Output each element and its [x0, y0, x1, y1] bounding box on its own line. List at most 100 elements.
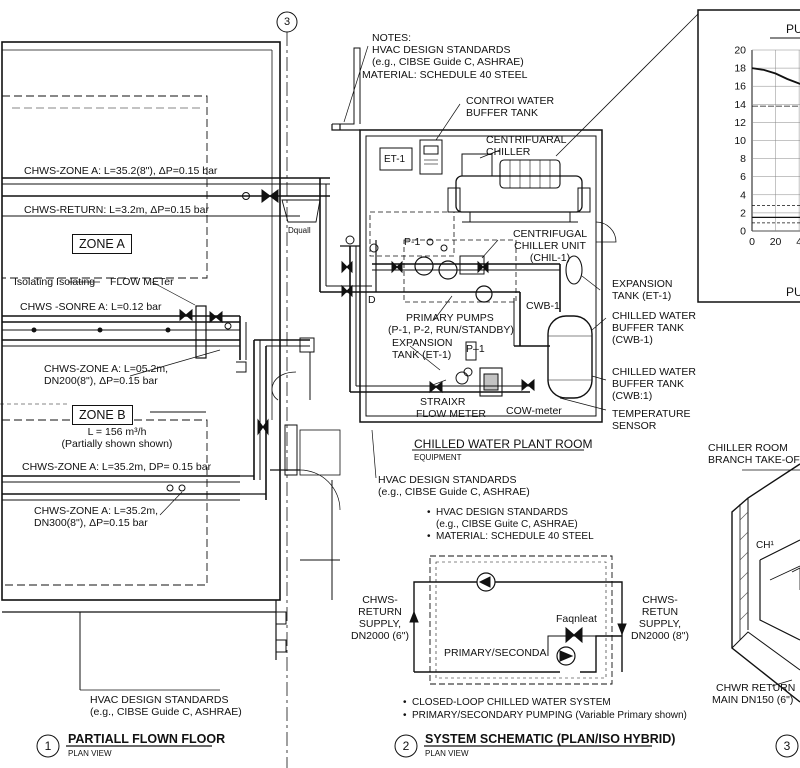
plant-room-subtitle: EQUIPMENT [414, 453, 462, 462]
iso-chwr-2: MAIN DN150 (6") [712, 694, 794, 706]
label-buffer-tank-a-2: BUFFER TANK [612, 322, 684, 334]
chart-y-tick-label: 14 [734, 99, 746, 111]
view-1-subtitle: PLAN VIEW [68, 749, 112, 758]
label-expansion-left-2: TANK (ET-1) [392, 349, 452, 361]
zone-a-tag: ZONE A [72, 234, 132, 254]
grid-bubble-top [276, 11, 298, 33]
et1-box-label: ET-1 [384, 154, 406, 165]
schematic-bullet-1: HVAC DESIGN STANDARDS [427, 507, 568, 519]
chart-bottom-fragment: PU [786, 285, 800, 299]
label-d-marker: D [368, 294, 376, 306]
notes-title: NOTES: [372, 32, 412, 44]
label-temp-sensor-2: SENSOR [612, 420, 657, 432]
wall-hatch [739, 511, 749, 621]
schematic-left-label-3: SUPPLY, [358, 618, 402, 630]
label-control-tank-2: BUFFER TANK [466, 107, 538, 119]
schematic-bullet-3: CLOSED-LOOP CHILLED WATER SYSTEM [403, 697, 611, 709]
view-2-title: SYSTEM SCHEMATIC (PLAN/ISO HYBRID) [425, 732, 676, 746]
chart-y-tick-label: 10 [734, 135, 746, 147]
label-temp-sensor-1: TEMPERATURE [612, 408, 691, 420]
label-chws-zone-a-mid-1: CHWS-ZONE A: L=05.2m, [44, 363, 168, 375]
label-p1: P-1 [404, 236, 421, 248]
view-2-subtitle: PLAN VIEW [425, 749, 469, 758]
label-primary-pumps-1: PRIMARY PUMPS [406, 312, 494, 324]
label-buffer-tank-b-2: BUFFER TANK [612, 378, 684, 390]
label-strainer-1: STRAIXR [420, 396, 466, 408]
label-chws-zone-a-bot-2: DN300(8"), ΔP=0.15 bar [34, 517, 148, 529]
label-chiller-2: CHILLER [486, 146, 531, 158]
label-cwb1: CWB-1 [526, 300, 560, 312]
view-2-number: 2 [402, 739, 410, 753]
plant-room-linework [331, 45, 617, 479]
chart-title-fragment: PU [786, 22, 800, 36]
label-chws-return: CHWS-RETURN: L=3.2m, ΔP=0.15 bar [24, 204, 209, 216]
label-chiller-1: CENTRIFUARAL [486, 134, 567, 146]
grid-bubble-3-label: 3 [283, 16, 291, 28]
schematic-left-label-4: DN2000 (6") [350, 630, 409, 642]
schematic-bullet-4: PRIMARY/SECONDARY PUMPING (Variable Prim… [403, 710, 687, 722]
notes-line-3: MATERIAL: SCHEDULE 40 STEEL [362, 69, 528, 81]
zone-b-tag: ZONE B [72, 405, 133, 425]
schematic-bullet-1b: (e.g., CIBSE Guite C, ASHRAE) [436, 519, 578, 530]
label-dquall: Dquall [288, 226, 311, 235]
chart-y-tick-label: 0 [740, 226, 746, 238]
label-chiller-unit-1: CENTRIFUGAL [512, 228, 588, 240]
chart-y-tick-label: 18 [734, 63, 746, 75]
plant-std-note-2: (e.g., CIBSE Guide C, ASHRAE) [378, 486, 530, 498]
view-1-number: 1 [44, 739, 52, 753]
label-p1-dash: P–1 [466, 343, 485, 355]
schematic-right-label-4: DN2000 (8") [630, 630, 689, 642]
view-3-number: 3 [783, 739, 791, 753]
schematic-faqnleat: Faqnleat [556, 613, 597, 625]
iso-branch-2: BRANCH TAKE-OFF [708, 454, 800, 466]
chart-y-tick-label: 20 [734, 45, 746, 57]
label-expansion-left-1: EXPANSION [392, 337, 453, 349]
schematic-linework [409, 555, 627, 685]
view-bubble-2 [394, 734, 418, 758]
label-expansion-right-1: EXPANSION [612, 278, 673, 290]
chart-x-tick-label: 4 [796, 236, 800, 248]
label-buffer-tank-b-1: CHILLED WATER [612, 366, 697, 378]
label-chws-zone-a-low: CHWS-ZONE A: L=35.2m, DP= 0.15 bar [22, 461, 212, 473]
label-strainer-2: FLOW METER [416, 408, 486, 420]
label-control-tank-1: CONTROI WATER [466, 95, 555, 107]
chart-panel-linework [555, 9, 800, 303]
label-chws-zone-a-bot-1: CHWS-ZONE A: L=35.2m, [34, 505, 158, 517]
plant-std-note-1: HVAC DESIGN STANDARDS [378, 474, 517, 486]
view-bubble-3 [775, 734, 799, 758]
plant-room-title: CHILLED WATER PLANT ROOM [414, 437, 593, 451]
schematic-right-label-2: RETUN [641, 606, 679, 618]
label-chws-sonre: CHWS -SONRE A: L=0.12 bar [20, 301, 162, 313]
floor-std-note-1: HVAC DESIGN STANDARDS [90, 694, 229, 706]
label-chiller-unit-2: CHILLER UNIT [514, 240, 586, 252]
chart-series-line [751, 67, 800, 85]
schematic-bullet-2: MATERIAL: SCHEDULE 40 STEEL [427, 531, 594, 543]
notes-line-2: (e.g., CIBSE Guide C, ASHRAE) [372, 56, 524, 68]
schematic-primary-secondary: PRIMARY/SECONDAI [444, 647, 550, 659]
schematic-right-label-3: SUPPLY, [638, 618, 682, 630]
chart-y-tick-label: 16 [734, 81, 746, 93]
label-chws-zone-a-mid-2: DN200(8"), ΔP=0.15 bar [44, 375, 158, 387]
chart-x-tick-label: 0 [749, 236, 755, 248]
label-zone-b-note: (Partially shown shown) [61, 438, 173, 450]
label-buffer-tank-b-3: (CWB:1) [612, 390, 653, 402]
chart-x-tick-label: 20 [770, 236, 782, 248]
chart-y-axis-label: SYSTEM HEAD (ft/m) [719, 92, 730, 190]
floor-std-note-2: (e.g., CIBSE Guide C, ASHRAE) [90, 706, 242, 718]
iso-branch-1: CHILLER ROOM [708, 442, 788, 454]
label-expansion-right-2: TANK (ET-1) [612, 290, 672, 302]
label-cow-meter: COW-meter [506, 405, 562, 417]
label-buffer-tank-a-3: (CWB-1) [612, 334, 653, 346]
label-flow-meter: FLOW METer [110, 276, 174, 288]
notes-line-1: HVAC DESIGN STANDARDS [372, 44, 511, 56]
iso-ch-tag: CH¹ [756, 540, 774, 551]
floor-plan-linework [0, 32, 372, 768]
label-isolating: Isolating Isolating [14, 276, 96, 288]
chart-y-tick-label: 2 [740, 207, 746, 219]
schematic-right-label-1: CHWS- [642, 594, 678, 606]
chart-y-tick-label: 4 [740, 189, 746, 201]
label-chiller-unit-3: (CHIL-1) [529, 252, 571, 264]
label-chws-zone-a-top: CHWS-ZONE A: L=35.2(8"), ΔP=0.15 bar [24, 165, 218, 177]
